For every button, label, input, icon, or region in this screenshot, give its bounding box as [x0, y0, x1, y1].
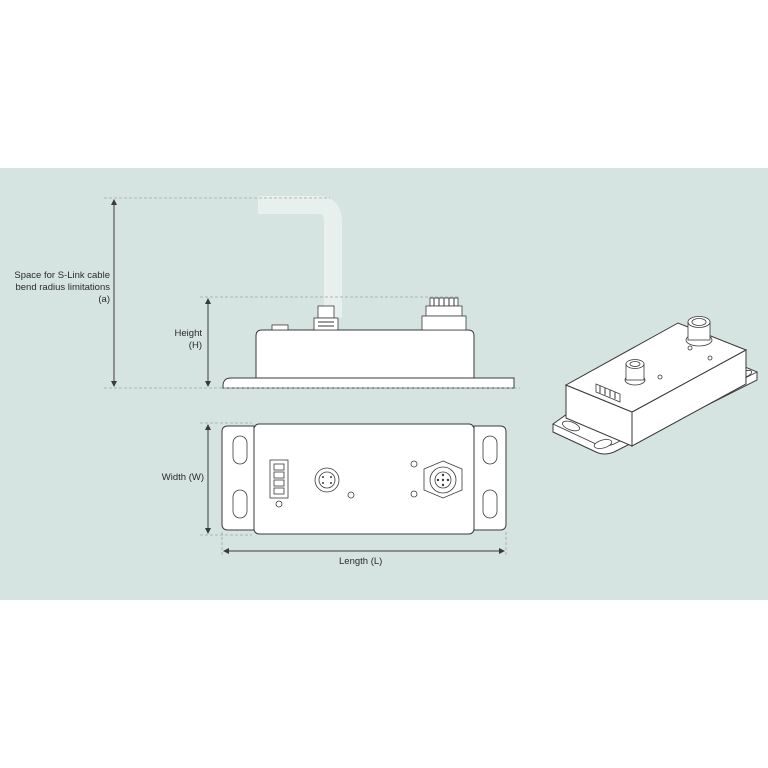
iso-slot-left: [562, 420, 580, 432]
height-label: Height (H): [150, 328, 202, 352]
led-2: [347, 491, 355, 499]
side-view: [222, 196, 515, 389]
iso-led-2: [687, 345, 693, 351]
top-view: [221, 423, 507, 535]
length-label: Length (L): [339, 556, 383, 567]
led-4: [410, 490, 418, 498]
isometric-view: [552, 316, 758, 455]
iso-large-connector: [685, 316, 713, 347]
top-large-connector: [423, 460, 463, 499]
cable-space-ref: (a): [98, 294, 110, 305]
left-slot-top: [232, 435, 248, 465]
iso-dip-switch: [595, 383, 621, 403]
right-slot-bottom: [482, 489, 498, 519]
side-flange: [222, 377, 515, 389]
dip-switch-block: [269, 459, 289, 499]
cable-space-label: Space for S-Link cable bend radius limit…: [2, 270, 110, 306]
side-small-connector: [313, 305, 339, 331]
dimension-lines-top: [200, 422, 507, 556]
left-slot-bottom: [232, 489, 248, 519]
top-small-connector: [314, 467, 340, 493]
height-ref: (H): [188, 340, 202, 351]
iso-led-1: [657, 374, 663, 380]
width-label: Width (W): [161, 472, 204, 483]
led-1: [275, 500, 283, 508]
s-link-cable: [258, 196, 342, 318]
right-flange: [473, 425, 507, 531]
right-slot-top: [482, 435, 498, 465]
led-3: [410, 460, 418, 468]
top-housing: [253, 423, 475, 535]
dimension-lines-side: [104, 197, 520, 389]
side-large-connector: [421, 297, 467, 331]
iso-small-connector: [624, 359, 646, 386]
iso-slot-front: [593, 439, 613, 449]
side-housing: [255, 329, 475, 379]
side-nub: [271, 324, 289, 331]
height-text: Height: [174, 328, 202, 339]
cable-space-text: Space for S-Link cable bend radius limit…: [14, 270, 110, 293]
iso-led-3: [707, 355, 713, 361]
